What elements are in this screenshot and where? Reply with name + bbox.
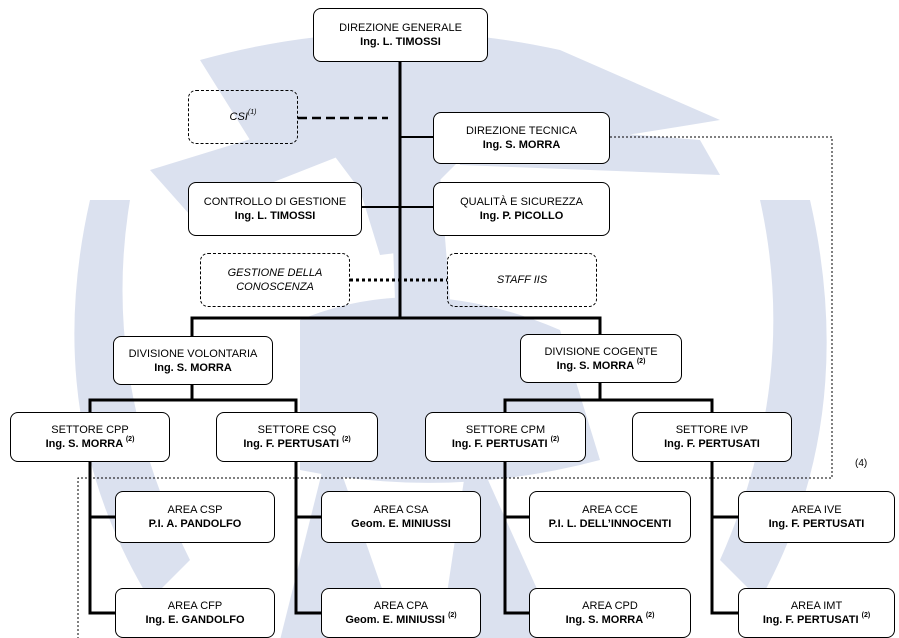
node-name: P.I. L. DELL’INNOCENTI — [548, 518, 672, 530]
node-title: AREA CPD — [582, 600, 638, 612]
node-title: AREA IVE — [791, 504, 842, 516]
node-settore-csq: SETTORE CSQ Ing. F. PERTUSATI (2) — [216, 412, 378, 462]
node-name: Geom. E. MINIUSSI — [351, 518, 451, 530]
node-name: Ing. L. TIMOSSI — [234, 210, 316, 222]
node-title: CSI(1) — [229, 109, 257, 123]
node-gestione-della-conoscenza: GESTIONE DELLA CONOSCENZA — [200, 253, 350, 307]
node-title: STAFF IIS — [496, 274, 548, 286]
node-name: Ing. F. PERTUSATI — [768, 518, 865, 530]
node-area-ive: AREA IVE Ing. F. PERTUSATI — [738, 491, 895, 543]
node-title: AREA IMT — [790, 600, 843, 612]
node-title: SETTORE CPM — [465, 424, 546, 436]
node-settore-cpp: SETTORE CPP Ing. S. MORRA (2) — [10, 412, 170, 462]
node-name: Ing. F. PERTUSATI (2) — [243, 436, 351, 450]
node-title: AREA CCE — [582, 504, 638, 516]
node-name: Ing. F. PERTUSATI — [664, 438, 760, 450]
node-title: QUALITÀ E SICUREZZA — [460, 196, 583, 208]
node-name: Geom. E. MINIUSSI (2) — [345, 612, 457, 626]
node-name: Ing. F. PERTUSATI (2) — [762, 612, 871, 626]
node-title: DIREZIONE GENERALE — [339, 22, 462, 34]
node-area-cpa: AREA CPA Geom. E. MINIUSSI (2) — [321, 588, 481, 638]
node-name: Ing. S. MORRA (2) — [565, 612, 655, 626]
node-qualita-e-sicurezza: QUALITÀ E SICUREZZA Ing. P. PICOLLO — [433, 182, 610, 236]
node-area-cce: AREA CCE P.I. L. DELL’INNOCENTI — [529, 491, 691, 543]
footnote-marker: (4) — [855, 458, 868, 469]
node-area-cfp: AREA CFP Ing. E. GANDOLFO — [115, 588, 275, 638]
node-divisione-volontaria: DIVISIONE VOLONTARIA Ing. S. MORRA — [113, 336, 273, 385]
node-title: AREA CFP — [167, 600, 223, 612]
node-name: Ing. S. MORRA (2) — [556, 357, 646, 372]
node-title: AREA CSP — [167, 504, 223, 516]
node-title: DIVISIONE COGENTE — [544, 345, 658, 358]
node-title: CONTROLLO DI GESTIONE — [203, 196, 347, 208]
node-area-imt: AREA IMT Ing. F. PERTUSATI (2) — [738, 588, 895, 638]
node-title: DIREZIONE TECNICA — [465, 125, 578, 137]
node-name: Ing. E. GANDOLFO — [145, 614, 245, 626]
node-settore-ivp: SETTORE IVP Ing. F. PERTUSATI — [632, 412, 792, 462]
node-title: AREA CSA — [373, 504, 429, 516]
node-name: Ing. L. TIMOSSI — [360, 36, 441, 48]
node-name: P.I. A. PANDOLFO — [148, 518, 242, 530]
node-title: GESTIONE DELLA CONOSCENZA — [227, 267, 323, 293]
node-staff-iis: STAFF IIS — [447, 253, 597, 307]
node-name: Ing. F. PERTUSATI (2) — [451, 436, 560, 450]
node-direzione-generale: DIREZIONE GENERALE Ing. L. TIMOSSI — [313, 8, 488, 62]
node-csi: CSI(1) — [188, 90, 298, 144]
node-name: Ing. S. MORRA — [154, 361, 232, 374]
node-area-csa: AREA CSA Geom. E. MINIUSSI — [321, 491, 481, 543]
node-divisione-cogente: DIVISIONE COGENTE Ing. S. MORRA (2) — [520, 334, 682, 383]
node-title: SETTORE CPP — [51, 424, 129, 436]
node-name: Ing. S. MORRA (2) — [45, 436, 135, 450]
node-name: Ing. P. PICOLLO — [479, 210, 564, 222]
node-title: DIVISIONE VOLONTARIA — [128, 347, 258, 360]
node-controllo-di-gestione: CONTROLLO DI GESTIONE Ing. L. TIMOSSI — [188, 182, 362, 236]
node-title: AREA CPA — [373, 600, 429, 612]
node-area-csp: AREA CSP P.I. A. PANDOLFO — [115, 491, 275, 543]
connectors — [77, 62, 833, 638]
node-settore-cpm: SETTORE CPM Ing. F. PERTUSATI (2) — [425, 412, 586, 462]
node-name: Ing. S. MORRA — [482, 139, 561, 151]
node-area-cpd: AREA CPD Ing. S. MORRA (2) — [529, 588, 691, 638]
node-title: SETTORE IVP — [675, 424, 749, 436]
node-direzione-tecnica: DIREZIONE TECNICA Ing. S. MORRA — [433, 112, 610, 164]
node-title: SETTORE CSQ — [257, 424, 337, 436]
